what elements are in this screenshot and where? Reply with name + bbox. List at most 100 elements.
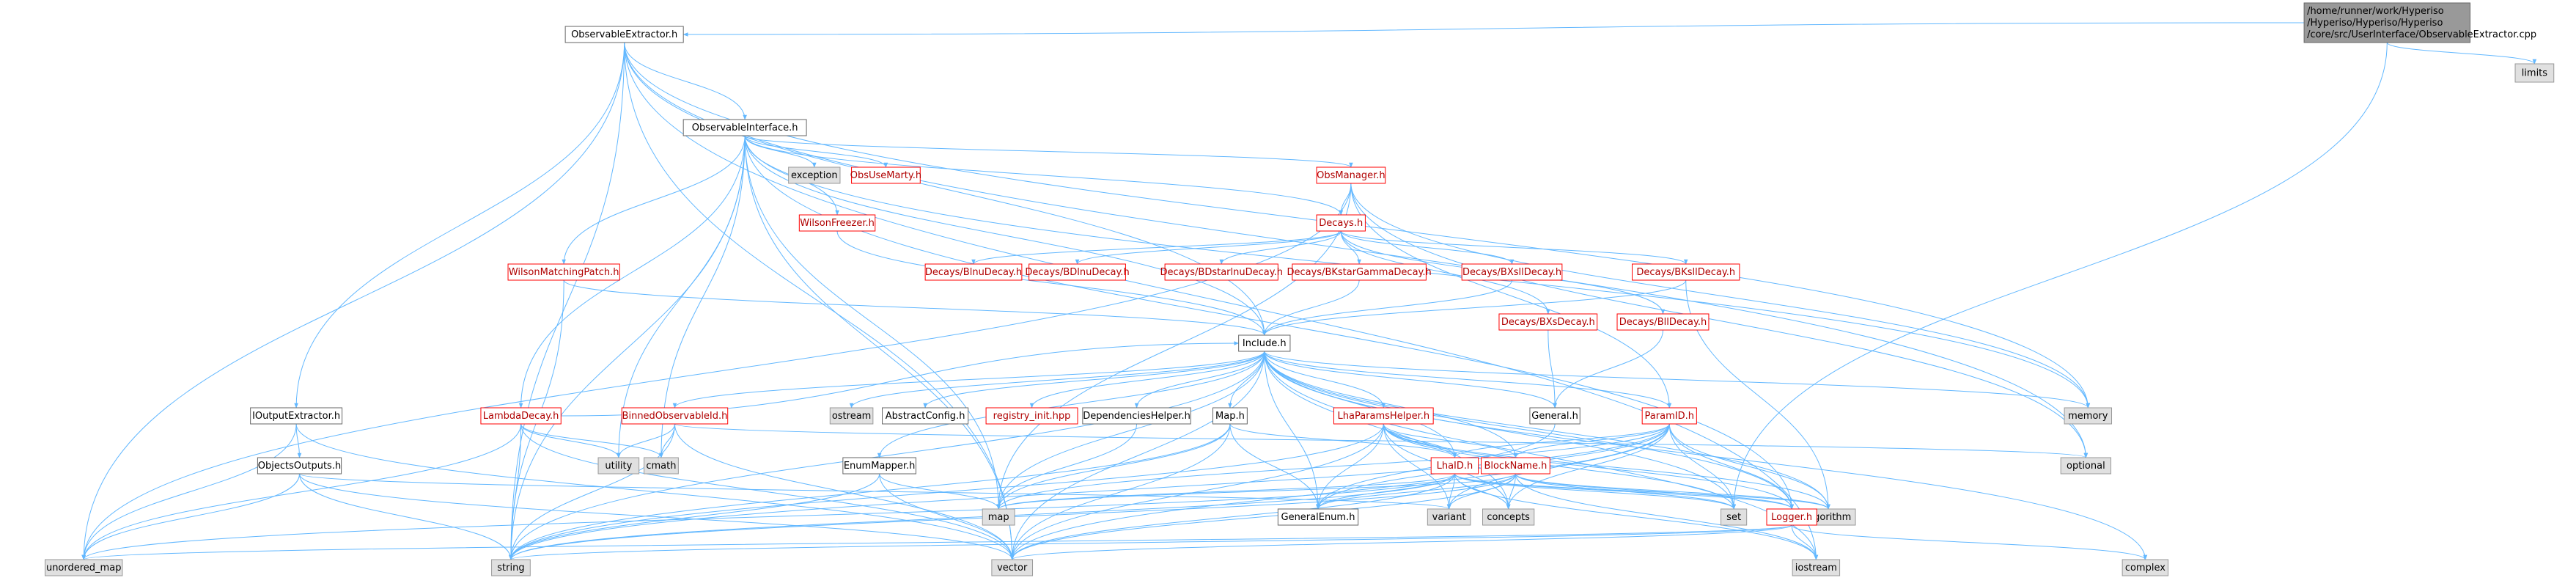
node-box xyxy=(1616,313,1710,331)
node-box xyxy=(1333,407,1434,425)
node-box xyxy=(491,559,531,576)
node-label: vector xyxy=(997,563,1028,574)
node-decays[interactable]: Decays.h xyxy=(1316,214,1366,232)
edge-param-id-to-vector xyxy=(1009,423,1670,560)
edge-bkstar-gamma-decay-to-include xyxy=(1262,279,1360,336)
edge-observable-interface-to-lambda-decay xyxy=(518,135,746,409)
edge-include-to-general-enum xyxy=(1264,351,1320,510)
node-label: ObservableInterface.h xyxy=(692,122,798,133)
node-obs-manager[interactable]: ObsManager.h xyxy=(1316,166,1386,184)
node-label: ObjectsOutputs.h xyxy=(258,461,341,472)
node-binned-observable-id[interactable]: BinnedObservableId.h xyxy=(621,407,729,425)
edge-lha-params-helper-to-variant xyxy=(1383,423,1451,510)
node-box xyxy=(2060,457,2112,475)
node-label: BlockName.h xyxy=(1484,461,1547,472)
node-block-name[interactable]: BlockName.h xyxy=(1481,457,1550,475)
edge-observable-extractor-to-unordered-map xyxy=(81,42,625,560)
edge-ioutput-extractor-to-unordered-map xyxy=(81,423,297,560)
edge-decays-to-bksll-decay xyxy=(1340,230,1688,265)
edge-binned-observable-id-to-string xyxy=(509,423,675,560)
node-obs-use-marty[interactable]: ObsUseMarty.h xyxy=(850,166,921,184)
node-label: LhaParamsHelper.h xyxy=(1338,411,1430,422)
node-label: EnumMapper.h xyxy=(844,461,916,472)
node-ioutput-extractor[interactable]: IOutputExtractor.h xyxy=(250,407,343,425)
node-observable-extractor[interactable]: ObservableExtractor.h xyxy=(564,26,684,43)
node-lha-params-helper[interactable]: LhaParamsHelper.h xyxy=(1333,407,1434,425)
node-objects-outputs[interactable]: ObjectsOutputs.h xyxy=(257,457,342,475)
node-label: set xyxy=(1726,512,1741,523)
node-map[interactable]: Map.h xyxy=(1212,407,1248,425)
edge-obs-manager-to-param-id xyxy=(1350,183,1672,409)
node-vector: vector xyxy=(991,559,1034,576)
edge-block-name-to-concepts xyxy=(1506,473,1516,510)
node-observable-interface[interactable]: ObservableInterface.h xyxy=(682,119,807,136)
edge-include-to-memory xyxy=(1264,351,2090,409)
edge-include-to-binned-observable-id xyxy=(672,351,1265,409)
node-lambda-decay[interactable]: LambdaDecay.h xyxy=(480,407,562,425)
node-variant: variant xyxy=(1427,508,1471,526)
node-lha-id[interactable]: LhaID.h xyxy=(1430,457,1479,475)
edge-block-name-to-map xyxy=(996,473,1516,510)
edge-include-to-vector xyxy=(1009,351,1265,560)
edge-observable-interface-to-cmath xyxy=(659,135,746,458)
node-box xyxy=(564,26,684,43)
node-label: string xyxy=(497,563,524,574)
edge-param-id-to-map xyxy=(996,423,1670,510)
edge-include-to-logger xyxy=(1264,351,1794,510)
edge-include-to-iostream xyxy=(1264,351,1819,560)
edge-param-id-to-algorithm xyxy=(1668,423,1830,510)
edge-logger-to-string xyxy=(509,524,1792,560)
node-box xyxy=(2121,559,2169,576)
edge-param-id-to-concepts xyxy=(1506,423,1670,510)
edge-root-to-observable-extractor xyxy=(682,22,2305,37)
edge-binned-observable-id-to-vector xyxy=(674,423,1015,560)
node-box xyxy=(829,407,874,425)
edge-observable-extractor-to-string xyxy=(509,42,625,560)
node-box xyxy=(798,214,876,232)
node-bkstar-gamma-decay[interactable]: Decays/BKstarGammaDecay.h xyxy=(1287,263,1432,281)
node-dependencies-helper[interactable]: DependenciesHelper.h xyxy=(1082,407,1191,425)
node-general-enum[interactable]: GeneralEnum.h xyxy=(1277,508,1359,526)
node-root[interactable]: /home/runner/work/Hyperiso/Hyperiso/Hype… xyxy=(2303,2,2536,43)
edge-include-to-lha-params-helper xyxy=(1264,351,1386,409)
node-logger[interactable]: Logger.h xyxy=(1766,508,1817,526)
node-bll-decay[interactable]: Decays/BllDecay.h xyxy=(1616,313,1710,331)
edge-objects-outputs-to-vector xyxy=(299,473,1015,560)
node-box xyxy=(1292,263,1427,281)
node-label: Decays/BKstarGammaDecay.h xyxy=(1287,267,1431,278)
node-bxs-decay[interactable]: Decays/BXsDecay.h xyxy=(1498,313,1598,331)
edge-decays-to-bkstar-gamma-decay xyxy=(1340,230,1361,265)
node-label: iostream xyxy=(1795,563,1837,574)
node-label: variant xyxy=(1432,512,1466,523)
node-label: memory xyxy=(2068,411,2108,422)
node-blnu-decay[interactable]: Decays/BlnuDecay.h xyxy=(924,263,1023,281)
node-include[interactable]: Include.h xyxy=(1238,334,1291,352)
node-param-id[interactable]: ParamID.h xyxy=(1641,407,1697,425)
node-label: unordered_map xyxy=(46,563,122,574)
node-limits: limits xyxy=(2514,63,2555,83)
edge-observable-interface-to-vector xyxy=(744,135,1015,560)
node-box xyxy=(1792,559,1841,576)
node-label: optional xyxy=(2067,461,2105,472)
edge-observable-interface-to-obs-use-marty xyxy=(744,135,888,168)
node-bksll-decay[interactable]: Decays/BKsllDecay.h xyxy=(1632,263,1740,281)
node-wilson-freezer[interactable]: WilsonFreezer.h xyxy=(798,214,876,232)
node-box xyxy=(1427,508,1471,526)
node-bxsll-decay[interactable]: Decays/BXsllDecay.h xyxy=(1461,263,1563,281)
edge-map-to-vector xyxy=(1009,423,1231,560)
edge-logger-to-unordered-map xyxy=(82,524,1792,560)
node-registry-init[interactable]: registry_init.hpp xyxy=(985,407,1078,425)
node-bdlnu-decay[interactable]: Decays/BDlnuDecay.h xyxy=(1025,263,1130,281)
edge-wilson-freezer-to-include xyxy=(836,230,1267,336)
node-bdstarlnu-decay[interactable]: Decays/BDstarlnuDecay.h xyxy=(1160,263,1283,281)
node-box xyxy=(1238,334,1291,352)
node-enum-mapper[interactable]: EnumMapper.h xyxy=(842,457,916,475)
node-set: set xyxy=(1721,508,1748,526)
edge-objects-outputs-to-string xyxy=(299,473,513,560)
edge-root-to-set xyxy=(1732,42,2388,510)
node-label: LhaID.h xyxy=(1437,461,1473,472)
node-abstract-config[interactable]: AbstractConfig.h xyxy=(882,407,969,425)
node-general[interactable]: General.h xyxy=(1529,407,1580,425)
node-wilson-matching-patch[interactable]: WilsonMatchingPatch.h xyxy=(507,263,620,281)
edge-include-to-set xyxy=(1264,351,1736,510)
